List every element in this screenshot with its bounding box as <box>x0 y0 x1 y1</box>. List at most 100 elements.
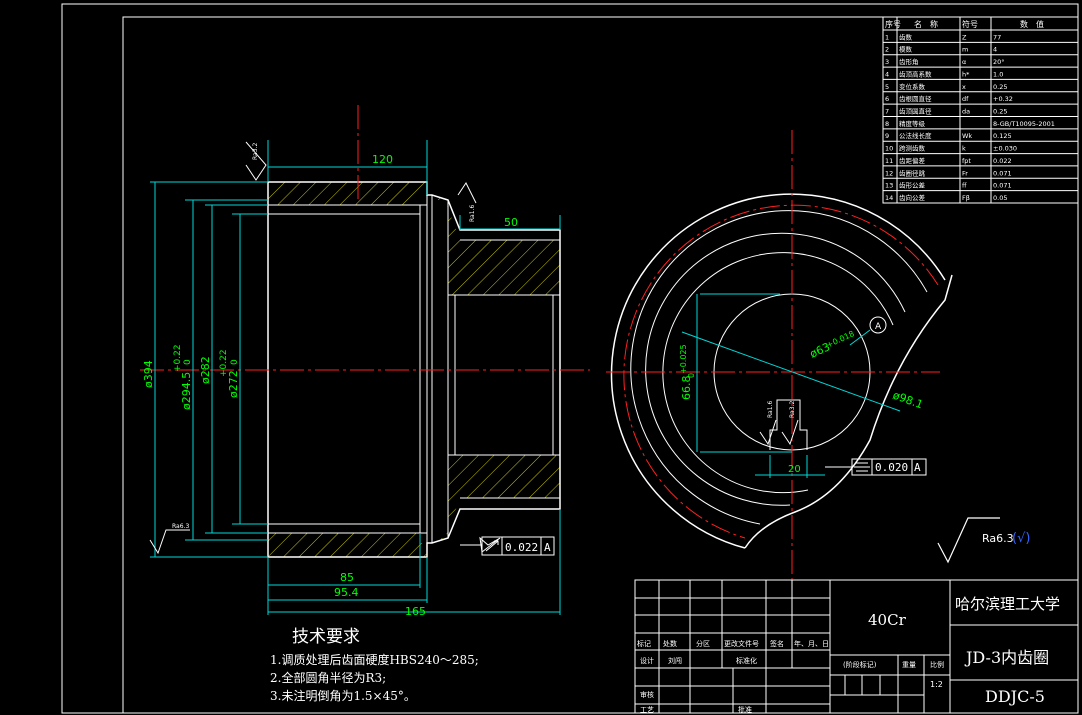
params-cell: k <box>962 145 966 153</box>
part-name: JD-3内齿圈 <box>964 648 1049 667</box>
rev-mark: 标记 <box>637 639 651 648</box>
dim-tol-272-upper: +0.22 <box>219 349 229 377</box>
params-cell: Fr <box>962 169 968 177</box>
params-cell: 精度等级 <box>899 119 926 128</box>
params-cell: x <box>962 83 966 91</box>
roughness-labels: Ra3.2 Ra1.6 Ra6.3 <box>172 143 476 530</box>
dim-165: 165 <box>405 605 426 618</box>
params-cell: da <box>962 108 970 116</box>
params-cell: 1 <box>885 33 889 41</box>
stage-label: (阶段标记) <box>843 660 877 669</box>
dim-50: 50 <box>504 216 518 229</box>
params-cell: 齿根圆直径 <box>899 94 932 103</box>
dim-dia-282: ø282 <box>199 356 212 384</box>
params-cell: 齿形公差 <box>899 181 926 190</box>
params-cell: 3 <box>885 58 889 66</box>
params-cell: h* <box>962 70 970 78</box>
params-cell: 0.05 <box>993 194 1007 202</box>
params-cell: 跨测齿数 <box>899 144 926 153</box>
dim-66-8-tol-upper: +0.025 <box>679 344 688 374</box>
params-cell: Wk <box>962 132 972 140</box>
dim-120: 120 <box>372 153 393 166</box>
dim-66-8-tol-lower: 0 <box>687 373 696 378</box>
rev-date: 年、月、日 <box>794 639 829 648</box>
keyway-roughness-1: Ra1.6 <box>767 401 774 418</box>
params-cell: 4 <box>993 46 997 54</box>
general-roughness-value: Ra6.3 <box>982 532 1014 545</box>
roughness-left: Ra6.3 <box>172 523 189 530</box>
params-cell: 1.0 <box>993 70 1003 78</box>
params-cell: 12 <box>885 169 893 177</box>
params-cell: 11 <box>885 157 893 165</box>
title-block <box>634 579 1079 714</box>
params-cell: 2 <box>885 46 889 54</box>
section-view <box>140 105 590 615</box>
dim-tol-294-5-lower: 0 <box>183 359 193 365</box>
params-cell: 模数 <box>899 45 913 54</box>
params-cell: 77 <box>993 33 1001 41</box>
params-header-symbol: 符号 <box>962 19 978 29</box>
rev-sign: 签名 <box>770 639 784 648</box>
params-cell: 齿向公差 <box>899 193 926 202</box>
weight-label: 重量 <box>902 661 916 669</box>
rev-zone: 分区 <box>696 639 710 648</box>
params-cell: 公法线长度 <box>899 131 932 140</box>
dim-tol-272-lower: 0 <box>230 359 240 365</box>
params-cell: df <box>962 95 969 103</box>
scale-label: 比例 <box>930 660 944 669</box>
params-cell: 13 <box>885 182 893 190</box>
params-cell: 10 <box>885 145 893 153</box>
params-cell: 8 <box>885 120 889 128</box>
runout-tolerance-frame <box>460 536 555 556</box>
revision-row: 标记 处数 分区 更改文件号 签名 年、月、日 设计 刘闯 标准化 审核 工艺 … <box>637 639 829 714</box>
params-cell: ff <box>962 182 967 190</box>
params-cell: 齿距偏差 <box>899 156 926 165</box>
params-cell: Fβ <box>962 194 970 202</box>
params-header-name: 名 称 <box>914 19 938 29</box>
params-cell: α <box>962 58 966 66</box>
material: 40Cr <box>868 611 907 629</box>
roughness-top: Ra3.2 <box>252 143 259 160</box>
params-cell: 5 <box>885 83 889 91</box>
front-dims: ø63 +0.018 66.8 +0.025 0 ø98.1 20 <box>679 329 925 475</box>
params-cell: 9 <box>885 132 889 140</box>
runout-value: 0.022 <box>505 541 538 554</box>
symmetry-datum: A <box>914 461 921 474</box>
params-cell: +0.32 <box>993 95 1013 103</box>
dim-95-4: 95.4 <box>334 586 359 599</box>
general-roughness-suffix: (√) <box>1012 531 1030 546</box>
drawing-number: DDJC-5 <box>985 687 1045 706</box>
tech-item-1: 1.调质处理后齿面硬度HBS240～285; <box>270 652 479 667</box>
scale-value: 1:2 <box>930 680 943 689</box>
dim-dia-98-1: ø98.1 <box>891 389 925 412</box>
params-cell: 0.25 <box>993 108 1007 116</box>
params-cell: 0.25 <box>993 83 1007 91</box>
params-cell: 齿顶高系数 <box>899 69 932 78</box>
params-cell: 齿顶圆直径 <box>899 107 932 116</box>
params-cell: 齿数 <box>899 32 913 41</box>
params-cell: 6 <box>885 95 889 103</box>
designer-name: 刘闯 <box>668 656 682 665</box>
params-cell: Z <box>962 33 967 41</box>
university-name: 哈尔滨理工大学 <box>955 595 1060 613</box>
params-header-value: 数 值 <box>1020 19 1044 29</box>
params-cell: 4 <box>885 70 889 78</box>
params-cell: 8-GB/T10095-2001 <box>993 120 1055 128</box>
dim-dia-394: ø394 <box>142 360 155 388</box>
params-cell: 0.125 <box>993 132 1012 140</box>
rev-docno: 更改文件号 <box>724 639 759 648</box>
dim-dia-272: ø272 <box>227 370 240 398</box>
runout-datum: A <box>544 541 551 554</box>
section-dims: 120 50 85 95.4 165 ø394 ø294.5 +0.22 0 ø… <box>142 153 518 618</box>
params-cell: m <box>962 46 968 54</box>
dim-66-8: 66.8 <box>680 376 693 401</box>
datum-a-label: A <box>875 322 882 332</box>
review-label: 审核 <box>640 690 654 699</box>
keyway-roughness-2: Ra3.2 <box>789 401 796 418</box>
tech-title: 技术要求 <box>292 627 360 647</box>
tech-requirements: 技术要求 1.调质处理后齿面硬度HBS240～285; 2.全部圆角半径为R3;… <box>270 627 479 703</box>
dim-dia-63-tol: +0.018 <box>825 329 856 350</box>
approve-label: 批准 <box>738 705 752 714</box>
